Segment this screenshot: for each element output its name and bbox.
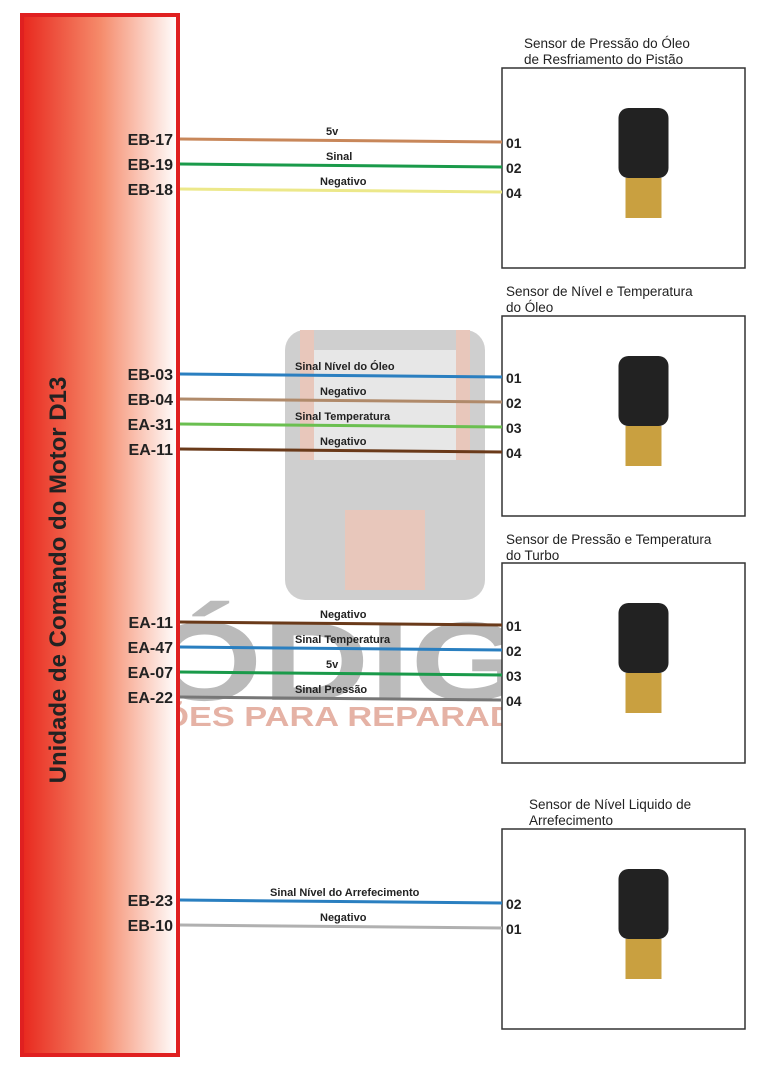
ecu-pin-label: EA-22 xyxy=(128,690,173,707)
wire-line xyxy=(179,923,503,930)
wire: EA-11 Negativo 01 xyxy=(129,609,522,634)
wire-line xyxy=(179,645,503,652)
wire-label: Sinal Nível do Óleo xyxy=(295,360,395,373)
wire-label: Negativo xyxy=(320,912,367,924)
wire: EB-18 Negativo 04 xyxy=(128,176,522,201)
wire-label: Sinal Pressão xyxy=(295,684,367,696)
wire-line xyxy=(179,670,503,677)
ecu-pin-label: EB-23 xyxy=(128,893,173,910)
sensor-title: Arrefecimento xyxy=(529,813,613,828)
ecu-pin-label: EB-17 xyxy=(128,132,173,149)
wire-label: Sinal xyxy=(326,151,352,163)
ecu-pin-label: EA-47 xyxy=(128,640,173,657)
wire-label: Negativo xyxy=(320,386,367,398)
ecu-block xyxy=(20,13,180,1057)
wire-line xyxy=(179,447,503,454)
sensor-icon xyxy=(618,356,669,426)
watermark-truck xyxy=(285,330,485,600)
wire-label: Negativo xyxy=(320,609,367,621)
ecu-pin-label: EA-11 xyxy=(129,615,174,632)
wire: EB-04 Negativo 02 xyxy=(128,386,522,411)
wire-line xyxy=(179,695,503,702)
wire-line xyxy=(179,898,503,905)
wire: EA-22 Sinal Pressão 04 xyxy=(128,684,522,709)
wire-line xyxy=(179,162,503,169)
ecu-pin-label: EB-10 xyxy=(128,918,173,935)
sensor-pin-label: 02 xyxy=(506,395,522,411)
sensor-title: de Resfriamento do Pistão xyxy=(524,52,683,67)
wire: EB-03 Sinal Nível do Óleo 01 xyxy=(128,360,522,386)
sensor-pin-label: 01 xyxy=(506,921,522,937)
wire-label: Sinal Nível do Arrefecimento xyxy=(270,887,420,899)
ecu-pin-label: EA-11 xyxy=(129,442,174,459)
sensor-title: Sensor de Pressão do Óleo xyxy=(524,36,690,51)
sensor-title: Sensor de Nível e Temperatura xyxy=(506,284,693,299)
sensor-pin-label: 02 xyxy=(506,643,522,659)
sensor-title: Sensor de Pressão e Temperatura xyxy=(506,532,712,547)
sensor-pin-label: 02 xyxy=(506,160,522,176)
ecu-pin-label: EB-18 xyxy=(128,182,173,199)
sensor-title: Sensor de Nível Liquido de xyxy=(529,797,691,812)
wire-label: Sinal Temperatura xyxy=(295,411,391,423)
wire-line xyxy=(179,372,503,379)
sensor-pin-label: 04 xyxy=(506,185,522,201)
sensor-title: do Turbo xyxy=(506,548,559,563)
sensor-pin-label: 04 xyxy=(506,693,522,709)
sensor-pin-label: 01 xyxy=(506,135,522,151)
sensor-pin-label: 04 xyxy=(506,445,522,461)
sensor-pin-label: 02 xyxy=(506,896,522,912)
wire-line xyxy=(179,397,503,404)
wire: EB-23 Sinal Nível do Arrefecimento 02 xyxy=(128,887,522,912)
wire: EB-10 Negativo 01 xyxy=(128,912,522,937)
wire: EA-31 Sinal Temperatura 03 xyxy=(128,411,522,436)
wire-label: 5v xyxy=(326,126,339,138)
wire-label: Negativo xyxy=(320,176,367,188)
ecu-pin-label: EB-03 xyxy=(128,367,173,384)
wire-label: Negativo xyxy=(320,436,367,448)
sensor-pin-label: 01 xyxy=(506,618,522,634)
wire: EA-07 5v 03 xyxy=(128,659,522,684)
ecu-pin-label: EA-07 xyxy=(128,665,173,682)
ecu-pin-label: EB-04 xyxy=(128,392,173,409)
sensor-pin-label: 01 xyxy=(506,370,522,386)
sensor-pin-label: 03 xyxy=(506,668,522,684)
sensor-body-icon xyxy=(625,426,662,466)
sensor-body-icon xyxy=(625,939,662,979)
wire-line xyxy=(179,187,503,194)
wire: EB-19 Sinal 02 xyxy=(128,151,522,176)
ecu-pin-label: EB-19 xyxy=(128,157,173,174)
wire: EA-47 Sinal Temperatura 02 xyxy=(128,634,522,659)
sensor-body-icon xyxy=(625,178,662,218)
ecu-pin-label: EA-31 xyxy=(128,417,173,434)
wire-line xyxy=(179,137,503,144)
sensor-pin-label: 03 xyxy=(506,420,522,436)
ecu-title: Unidade de Comando do Motor D13 xyxy=(45,377,72,784)
wire: EB-17 5v 01 xyxy=(128,126,522,151)
wire-line xyxy=(179,620,503,627)
sensor-icon xyxy=(618,108,669,178)
sensor-icon xyxy=(618,869,669,939)
wire-label: 5v xyxy=(326,659,339,671)
sensor-body-icon xyxy=(625,673,662,713)
wire: EA-11 Negativo 04 xyxy=(129,436,522,461)
sensor-title: do Óleo xyxy=(506,300,553,315)
wire-line xyxy=(179,422,503,429)
sensor-icon xyxy=(618,603,669,673)
wire-label: Sinal Temperatura xyxy=(295,634,391,646)
